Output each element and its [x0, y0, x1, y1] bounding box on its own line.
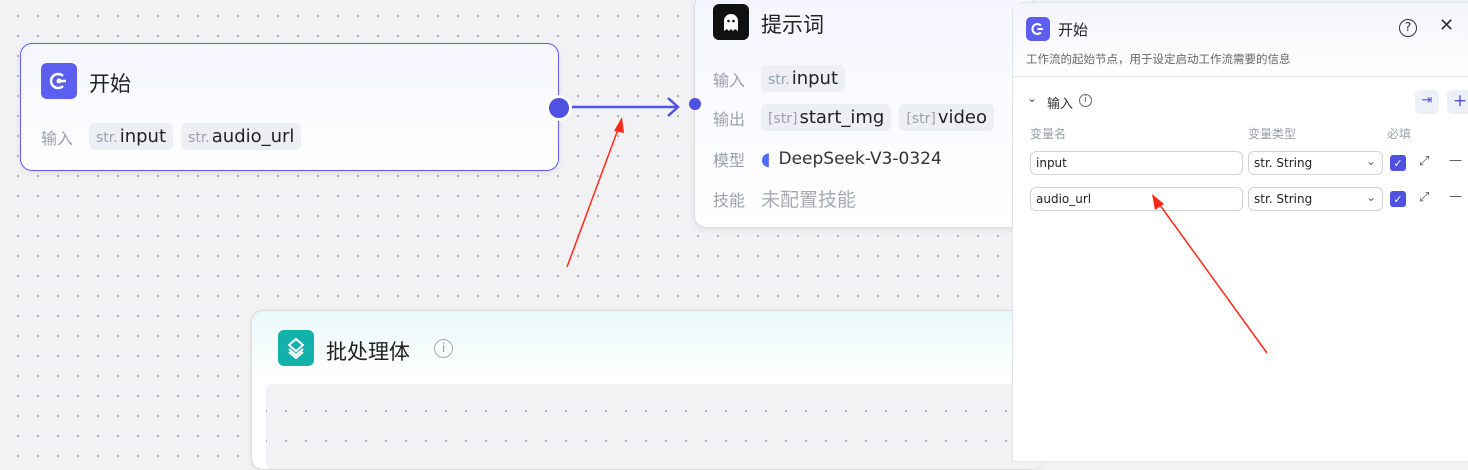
input-tag: str.input — [761, 65, 846, 92]
column-header-type: 变量类型 — [1248, 127, 1297, 141]
model-name: DeepSeek-V3-0324 — [778, 149, 942, 169]
annotation-layer — [566, 117, 624, 268]
batch-body-canvas[interactable] — [266, 384, 1040, 469]
section-title[interactable]: 输入 — [1047, 97, 1074, 112]
collapse-chevron-icon[interactable]: ⌄ — [1027, 91, 1038, 105]
remove-variable-button[interactable]: — — [1449, 153, 1462, 168]
import-button[interactable]: ⇥ — [1415, 90, 1439, 114]
panel-title: 开始 — [1058, 21, 1089, 39]
node-settings-panel: 开始 ? ✕ 工作流的起始节点，用于设定启动工作流需要的信息 ⌄ 输入 i ⇥ … — [1012, 2, 1468, 462]
node-title: 提示词 — [761, 13, 824, 37]
add-variable-button[interactable]: + — [1447, 90, 1468, 114]
required-checkbox[interactable]: ✓ — [1390, 191, 1406, 207]
variable-type-select[interactable]: str. String⌄ — [1248, 151, 1383, 175]
edge-layer — [572, 97, 680, 117]
output-port[interactable] — [546, 95, 572, 121]
panel-description: 工作流的起始节点，用于设定启动工作流需要的信息 — [1026, 52, 1291, 66]
chevron-down-icon: ⌄ — [1365, 154, 1376, 168]
layers-icon — [278, 330, 314, 366]
start-icon — [41, 63, 77, 99]
start-icon — [1026, 17, 1050, 41]
input-label: 输入 — [41, 128, 74, 148]
info-icon[interactable]: i — [434, 339, 453, 358]
variable-name-input[interactable]: input — [1030, 151, 1243, 175]
expand-icon[interactable]: ⤢ — [1419, 190, 1430, 205]
variable-type-select[interactable]: str. String⌄ — [1248, 187, 1383, 211]
start-node[interactable]: 开始 输入 str.input str.audio_url — [20, 43, 572, 171]
node-title: 批处理体 — [326, 340, 410, 364]
input-port[interactable] — [689, 98, 701, 110]
node-title: 开始 — [89, 72, 131, 96]
column-header-required: 必填 — [1387, 127, 1412, 141]
variable-name-input[interactable]: audio_url — [1030, 187, 1243, 211]
column-header-name: 变量名 — [1030, 127, 1067, 141]
skill-label: 技能 — [713, 190, 746, 210]
input-tag: str.input — [89, 123, 174, 150]
skill-value: 未配置技能 — [761, 189, 857, 211]
chevron-down-icon: ⌄ — [1365, 190, 1376, 204]
expand-icon[interactable]: ⤢ — [1419, 154, 1430, 169]
required-checkbox[interactable]: ✓ — [1390, 155, 1406, 171]
output-tag: [str]start_img — [761, 104, 892, 131]
edge-arrowhead — [667, 97, 680, 117]
remove-variable-button[interactable]: — — [1449, 189, 1462, 204]
output-tag: [str]video — [899, 104, 994, 131]
deepseek-whale-icon: ◖ — [761, 148, 771, 170]
output-label: 输出 — [713, 109, 746, 129]
batch-node[interactable]: 批处理体 i — [251, 310, 1041, 470]
panel-header — [1013, 3, 1468, 77]
prompt-node[interactable]: 提示词 输入 str.input 输出 [str]start_img [str]… — [689, 0, 1034, 228]
ghost-icon — [713, 4, 749, 40]
input-label: 输入 — [713, 70, 746, 90]
model-label: 模型 — [713, 151, 746, 170]
help-icon[interactable]: ? — [1399, 19, 1417, 37]
close-icon[interactable]: ✕ — [1439, 15, 1455, 36]
annotation-arrowhead — [614, 117, 624, 133]
annotation-arrow — [566, 123, 621, 268]
input-tag: str.audio_url — [181, 123, 302, 150]
info-icon[interactable]: i — [1079, 94, 1092, 107]
